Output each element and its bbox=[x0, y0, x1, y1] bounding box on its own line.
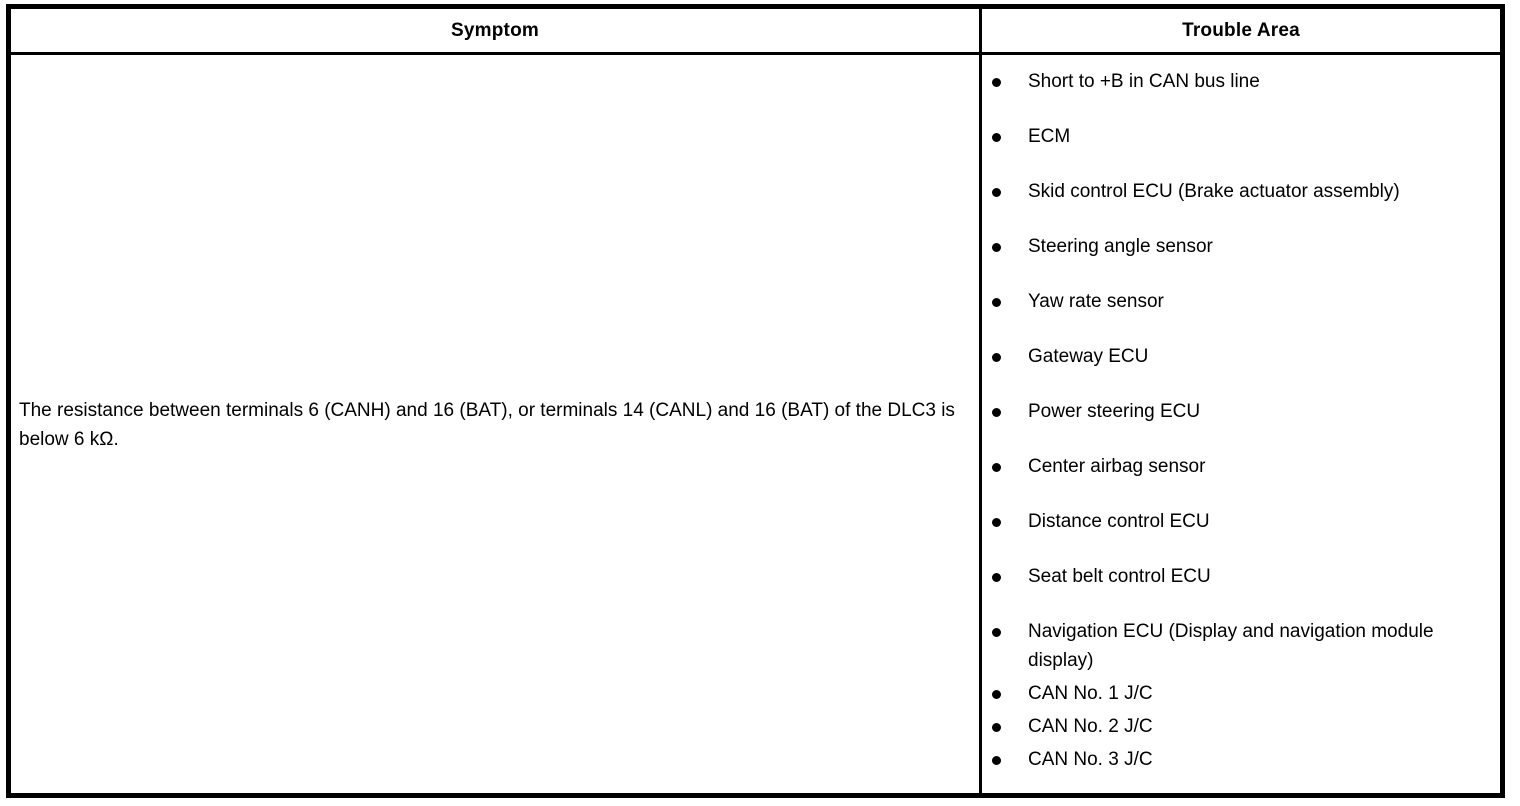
bullet-dot-icon bbox=[992, 463, 1001, 472]
trouble-area-item: Distance control ECU bbox=[990, 507, 1492, 536]
bullet-dot-icon bbox=[992, 690, 1001, 699]
trouble-area-item-label: Yaw rate sensor bbox=[1028, 291, 1164, 312]
trouble-area-item: Steering angle sensor bbox=[990, 232, 1492, 261]
trouble-area-item: Power steering ECU bbox=[990, 397, 1492, 426]
trouble-area-item: Skid control ECU (Brake actuator assembl… bbox=[990, 177, 1492, 206]
bullet-dot-icon bbox=[992, 518, 1001, 527]
bullet-dot-icon bbox=[992, 298, 1001, 307]
trouble-area-item-label: Navigation ECU (Display and navigation m… bbox=[1028, 621, 1434, 671]
symptom-description: The resistance between terminals 6 (CANH… bbox=[19, 400, 955, 450]
bullet-dot-icon bbox=[992, 353, 1001, 362]
trouble-area-item-label: Center airbag sensor bbox=[1028, 456, 1206, 477]
symptom-trouble-area-table: Symptom Trouble Area The resistance betw… bbox=[6, 4, 1505, 798]
table-body-row: The resistance between terminals 6 (CANH… bbox=[11, 55, 1500, 793]
trouble-area-item: CAN No. 2 J/C bbox=[990, 712, 1492, 741]
trouble-area-item-label: Skid control ECU (Brake actuator assembl… bbox=[1028, 181, 1400, 202]
column-header-trouble-area: Trouble Area bbox=[1182, 19, 1300, 41]
bullet-dot-icon bbox=[992, 188, 1001, 197]
trouble-area-item-label: Seat belt control ECU bbox=[1028, 566, 1211, 587]
trouble-area-item: Gateway ECU bbox=[990, 342, 1492, 371]
trouble-area-item-label: CAN No. 1 J/C bbox=[1028, 683, 1153, 704]
bullet-dot-icon bbox=[992, 573, 1001, 582]
bullet-dot-icon bbox=[992, 408, 1001, 417]
bullet-dot-icon bbox=[992, 78, 1001, 87]
bullet-dot-icon bbox=[992, 723, 1001, 732]
trouble-area-item-label: Gateway ECU bbox=[1028, 346, 1149, 367]
trouble-area-item-label: ECM bbox=[1028, 126, 1071, 147]
trouble-area-item: CAN No. 1 J/C bbox=[990, 679, 1492, 708]
trouble-area-item: Navigation ECU (Display and navigation m… bbox=[990, 617, 1492, 675]
trouble-area-item: Yaw rate sensor bbox=[990, 287, 1492, 316]
trouble-area-item: Seat belt control ECU bbox=[990, 562, 1492, 591]
trouble-area-item-label: CAN No. 3 J/C bbox=[1028, 749, 1153, 770]
bullet-dot-icon bbox=[992, 243, 1001, 252]
trouble-area-item-label: Steering angle sensor bbox=[1028, 236, 1213, 257]
trouble-area-item-label: Power steering ECU bbox=[1028, 401, 1201, 422]
table-header-row: Symptom Trouble Area bbox=[11, 9, 1500, 55]
trouble-area-item-label: Distance control ECU bbox=[1028, 511, 1210, 532]
bullet-dot-icon bbox=[992, 133, 1001, 142]
trouble-area-item: CAN No. 3 J/C bbox=[990, 745, 1492, 774]
bullet-dot-icon bbox=[992, 628, 1001, 637]
bullet-dot-icon bbox=[992, 756, 1001, 765]
trouble-area-item: Short to +B in CAN bus line bbox=[990, 67, 1492, 96]
table-inner: Symptom Trouble Area The resistance betw… bbox=[11, 9, 1500, 793]
trouble-area-item-label: CAN No. 2 J/C bbox=[1028, 716, 1153, 737]
column-header-symptom: Symptom bbox=[11, 9, 982, 52]
trouble-area-item-label: Short to +B in CAN bus line bbox=[1028, 71, 1260, 92]
trouble-area-item: ECM bbox=[990, 122, 1492, 151]
trouble-area-item: Center airbag sensor bbox=[990, 452, 1492, 481]
symptom-cell: The resistance between terminals 6 (CANH… bbox=[11, 55, 982, 793]
